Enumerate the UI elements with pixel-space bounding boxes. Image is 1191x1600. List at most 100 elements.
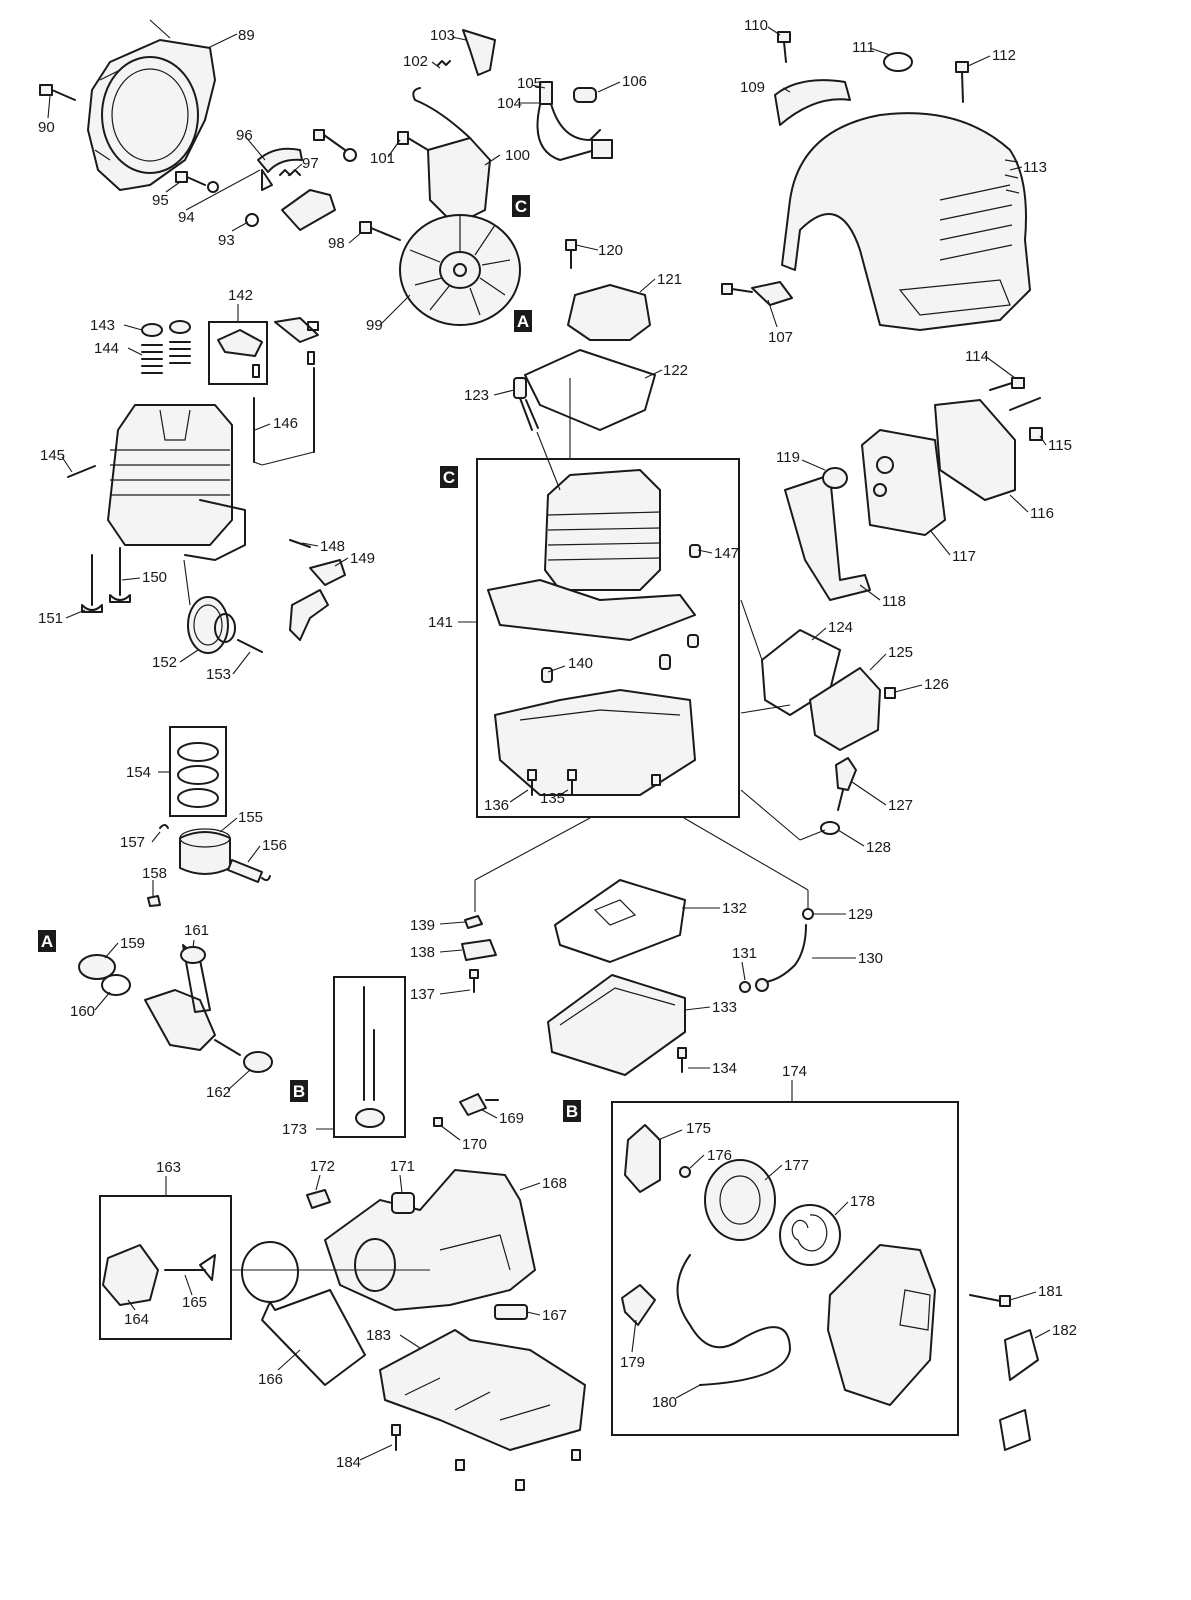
gasket-132-drawing [554,879,686,963]
fan-housing-drawing [87,39,216,191]
ref-marker-c-crankcase: C [440,466,458,488]
svg-text:C: C [443,468,455,487]
label-110: 110 [744,17,768,34]
label-128: 128 [866,839,891,856]
label-157: 157 [120,834,145,851]
plug-cap-drawing [437,29,496,76]
label-129: 129 [848,906,873,923]
label-142: 142 [228,287,253,304]
label-125: 125 [888,644,913,661]
label-147: 147 [714,545,739,562]
label-150: 150 [142,569,167,586]
label-181: 181 [1038,1283,1063,1300]
fitting-127-drawing [820,757,857,835]
tank-small-parts-drawing [306,1093,528,1320]
rocker-arm-drawing [217,317,319,378]
label-152: 152 [152,654,177,671]
ref-marker-c-coil: C [512,195,530,217]
label-105: 105 [517,75,542,92]
label-135: 135 [540,790,565,807]
label-155: 155 [238,809,263,826]
label-114: 114 [965,348,989,365]
fuel-filter-drawing [355,986,385,1128]
oil-parts-drawing [461,915,497,993]
recoil-starter-drawing [621,1124,936,1406]
label-171: 171 [390,1158,415,1175]
gear-152-drawing [187,596,263,654]
fuel-cap-drawing [102,1244,216,1306]
label-117: 117 [952,548,976,565]
bolt-98-drawing [359,221,401,241]
label-140: 140 [568,655,593,672]
label-164: 164 [124,1311,149,1328]
label-183: 183 [366,1327,391,1344]
label-159: 159 [120,935,145,952]
label-166: 166 [258,1371,283,1388]
label-90: 90 [38,119,55,136]
label-163: 163 [156,1159,181,1176]
svg-text:C: C [515,197,527,216]
valve-cover-drawing [565,239,651,341]
cylinder-left-drawing [107,404,246,561]
label-111: 111 [852,39,875,56]
label-134: 134 [712,1060,737,1077]
label-184: 184 [336,1454,361,1471]
starter-plates-drawing [969,1294,1039,1451]
label-141: 141 [428,614,453,631]
spark-plug-drawing [513,377,539,431]
label-120: 120 [598,242,623,259]
gasket-122-drawing [524,349,656,431]
label-131: 131 [732,945,757,962]
tank-base-drawing [379,1329,586,1491]
box-173 [333,976,406,1138]
label-107: 107 [768,329,793,346]
label-137: 137 [410,986,435,1003]
clip-109-drawing [774,79,851,126]
label-93: 93 [218,232,235,249]
label-153: 153 [206,666,231,683]
label-122: 122 [663,362,688,379]
label-130: 130 [858,950,883,967]
ref-marker-a-flywheel: A [514,310,532,332]
label-100: 100 [505,147,530,164]
label-161: 161 [184,922,209,939]
label-89: 89 [238,27,255,44]
label-174: 174 [782,1063,807,1080]
crankcase-assembly-drawing [487,469,701,796]
label-172: 172 [310,1158,335,1175]
label-95: 95 [152,192,169,209]
label-109: 109 [740,79,765,96]
ref-marker-a-crankshaft: A [38,930,56,952]
svg-text:B: B [293,1082,305,1101]
label-116: 116 [1030,505,1054,522]
crankshaft-drawing [78,944,273,1073]
box-141 [476,458,740,818]
label-119: 119 [776,449,800,466]
label-144: 144 [94,340,119,357]
gasket-132-window-drawing [593,899,637,926]
label-170: 170 [462,1136,487,1153]
wire-harness-drawing [536,81,613,161]
label-158: 158 [142,865,167,882]
label-180: 180 [652,1394,677,1411]
label-106: 106 [622,73,647,90]
label-127: 127 [888,797,913,814]
label-132: 132 [722,900,747,917]
label-98: 98 [328,235,345,252]
label-104: 104 [497,95,522,112]
label-151: 151 [38,610,63,627]
label-149: 149 [350,550,375,567]
label-167: 167 [542,1307,567,1324]
label-162: 162 [206,1084,231,1101]
label-115: 115 [1048,437,1072,454]
label-179: 179 [620,1354,645,1371]
label-124: 124 [828,619,853,636]
label-126: 126 [924,676,949,693]
label-94: 94 [178,209,195,226]
label-97: 97 [302,155,319,172]
push-rods-drawing [253,367,315,463]
engine-cover-drawing [781,112,1031,331]
valve-springs-drawing [141,320,191,374]
svg-text:A: A [517,312,529,331]
